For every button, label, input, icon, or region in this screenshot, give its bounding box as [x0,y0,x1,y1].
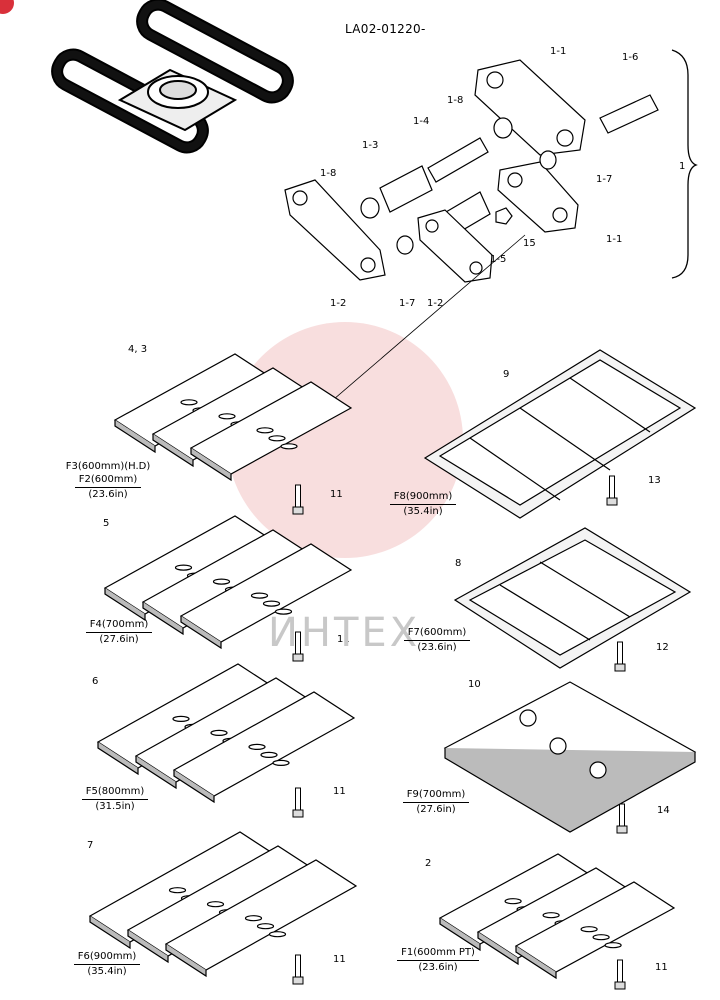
bolt-11-f3 [292,484,304,515]
spec-f9-inch: (27.6in) [416,804,456,815]
spec-f4-line1: F4(700mm) [85,618,153,633]
label-1-6: 1-6 [622,52,638,63]
label-11-b: 11 [337,634,350,645]
frame-shoe-f7 [453,527,692,669]
spec-f3-line1: F3(600mm)(H.D) [65,461,151,472]
spec-f1-line1: F1(600mm PT) [397,946,479,961]
spec-f7-inch: (23.6in) [417,642,457,653]
label-11-d: 11 [333,954,346,965]
label-1-5: 1-5 [490,254,506,265]
label-7: 7 [87,840,93,851]
flat-shoe-f9 [443,681,697,833]
diagram-title: LA02-01220- [345,22,426,36]
spec-f9-line1: F9(700mm) [402,788,470,803]
link-assembly-parts [284,59,659,283]
label-11-e: 11 [655,962,668,973]
label-13: 13 [648,475,661,486]
spec-f3-inch: (23.6in) [88,489,128,500]
label-14: 14 [657,805,670,816]
spec-f1-inch: (23.6in) [418,962,458,973]
label-1-7-b: 1-7 [399,298,415,309]
shoe-f5 [96,663,356,804]
shoe-f4 [103,515,353,650]
label-2: 2 [425,858,431,869]
label-1-1-a: 1-1 [550,46,566,57]
label-1-3: 1-3 [362,140,378,151]
spec-f6: F6(900mm) (35.4in) [72,950,142,978]
shoe-f3-f2 [113,353,353,482]
spec-f1: F1(600mm PT) (23.6in) [396,946,480,974]
spec-f8: F8(900mm) (35.4in) [388,490,458,518]
spec-f5: F5(800mm) (31.5in) [80,785,150,813]
watermark-text: ИНТЕХ [268,610,421,656]
group-bracket [671,49,698,279]
bolt-11-f1 [614,959,626,990]
label-9: 9 [503,369,509,380]
bolt-11-f5 [292,787,304,818]
part-labels: 1-1 1-6 1-8 1-4 1-3 1-8 1-7 1-1 15 1-5 1… [87,46,685,973]
track-shoes [88,353,676,980]
frame-shoe-f8 [423,349,697,519]
label-11-c: 11 [333,786,346,797]
label-15: 15 [523,238,536,249]
spec-f6-line1: F6(900mm) [73,950,141,965]
spec-f6-inch: (35.4in) [87,966,127,977]
spec-f7: F7(600mm) (23.6in) [402,626,472,654]
spec-f4-inch: (27.6in) [99,634,139,645]
corner-badge [0,0,14,14]
label-6: 6 [92,676,98,687]
spec-f8-line1: F8(900mm) [389,490,457,505]
spec-f4: F4(700mm) (27.6in) [84,618,154,646]
label-1: 1 [679,161,685,172]
label-1-7-a: 1-7 [596,174,612,185]
label-10: 10 [468,679,481,690]
spec-f3-f2: F3(600mm)(H.D) F2(600mm) (23.6in) [60,460,156,501]
spec-f5-line1: F5(800mm) [81,785,149,800]
label-11-a: 11 [330,489,343,500]
spec-f8-inch: (35.4in) [403,506,443,517]
shoe-f6 [88,831,358,978]
label-1-8-b: 1-8 [320,168,336,179]
shoe-bolts [292,475,628,990]
spec-f7-line1: F7(600mm) [403,626,471,641]
bolt-13 [606,475,618,506]
bolt-12 [614,641,626,672]
label-1-8-a: 1-8 [447,95,463,106]
undercarriage-illustration [51,0,294,154]
label-12: 12 [656,642,669,653]
spec-f2-line2: F2(600mm) [74,473,142,488]
label-1-2-b: 1-2 [427,298,443,309]
label-1-1-b: 1-1 [606,234,622,245]
bolt-11-f6 [292,954,304,985]
bolt-14 [616,803,628,834]
label-1-2-a: 1-2 [330,298,346,309]
bolt-11-f4 [292,631,304,662]
label-1-4: 1-4 [413,116,429,127]
shoe-f1 [438,853,676,980]
spec-f5-inch: (31.5in) [95,801,135,812]
spec-f9: F9(700mm) (27.6in) [401,788,471,816]
label-5: 5 [103,518,109,529]
label-4-3: 4, 3 [128,344,147,355]
label-8: 8 [455,558,461,569]
